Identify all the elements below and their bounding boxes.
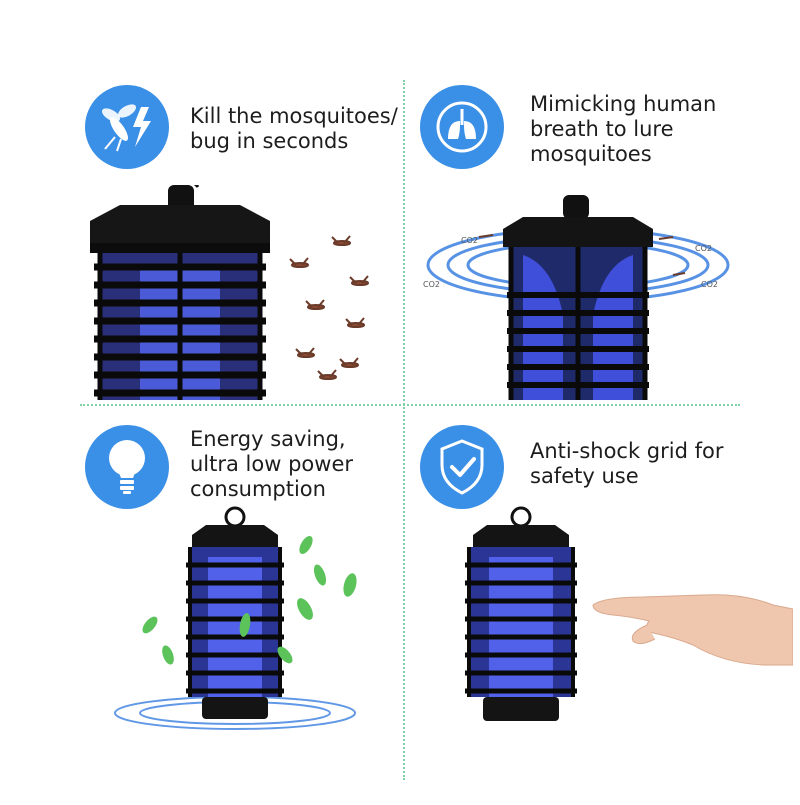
feature-safety-text: Anti-shock grid for safety use — [530, 439, 723, 489]
feature-lure-text: Mimicking human breath to lure mosquitoe… — [530, 92, 716, 167]
lamp-with-mosquitoes-illustration — [90, 185, 369, 400]
feature-energy-text: Energy saving, ultra low power consumpti… — [190, 427, 353, 502]
co2-label: CO2 — [461, 236, 478, 245]
lamp-with-leaves-illustration — [114, 506, 357, 730]
feature-safety-line-1: Anti-shock grid for — [530, 439, 724, 463]
feature-kill-line-2: bug in seconds — [190, 129, 349, 153]
feature-kill-line-1: Kill the mosquitoes/ — [190, 104, 398, 128]
lamp-with-hand-illustration — [465, 506, 793, 721]
shield-check-icon — [420, 425, 504, 509]
co2-label: CO2 — [701, 280, 718, 289]
feature-kill: Kill the mosquitoes/ bug in seconds — [0, 0, 400, 400]
lamp-breath-illustration: CO2 CO2 CO2 CO2 — [423, 195, 730, 400]
horizontal-divider — [80, 404, 740, 406]
feature-safety-line-2: safety use — [530, 464, 639, 488]
feature-lure-line-1: Mimicking human — [530, 92, 717, 116]
feature-kill-text: Kill the mosquitoes/ bug in seconds — [190, 104, 398, 154]
co2-label: CO2 — [423, 280, 440, 289]
feature-energy: Energy saving, ultra low power consumpti… — [0, 405, 400, 805]
feature-lure-line-2: breath to lure — [530, 117, 674, 141]
co2-label: CO2 — [695, 244, 712, 253]
mosquito-zap-icon — [85, 85, 169, 169]
light-bulb-icon — [85, 425, 169, 509]
feature-energy-line-2: ultra low power — [190, 452, 353, 476]
feature-safety: Anti-shock grid for safety use — [403, 405, 800, 805]
feature-energy-line-1: Energy saving, — [190, 427, 346, 451]
feature-lure-line-3: mosquitoes — [530, 142, 652, 166]
vertical-divider — [403, 80, 405, 780]
feature-energy-line-3: consumption — [190, 477, 326, 501]
lungs-breath-icon — [420, 85, 504, 169]
feature-lure: Mimicking human breath to lure mosquitoe… — [403, 0, 800, 400]
